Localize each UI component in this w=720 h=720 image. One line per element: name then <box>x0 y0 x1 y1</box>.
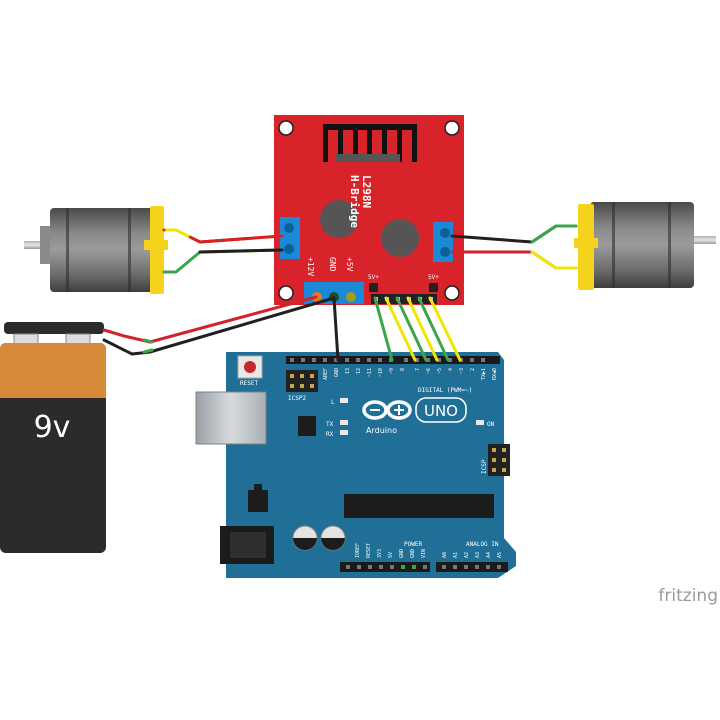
heatsink <box>323 124 417 162</box>
rx0-label: RX◀0 <box>492 368 498 380</box>
wire-left-motor-green <box>162 248 284 274</box>
capacitor-2 <box>381 219 419 257</box>
wire-left-motor-black <box>198 248 284 254</box>
pin-4-label: 4 <box>448 368 454 371</box>
power-header <box>340 562 430 572</box>
reset-label: RESET <box>240 380 258 387</box>
wire-battery-black <box>102 296 336 356</box>
arduino-logo <box>362 400 412 420</box>
jumper-enb <box>429 283 438 292</box>
pin-a0-label: A0 <box>442 552 448 558</box>
driver-chip-label: L298N <box>360 175 373 208</box>
usb-chip <box>298 416 316 436</box>
icsp-header <box>488 444 510 476</box>
reset-header-label: RESET <box>366 543 372 558</box>
led-tx <box>340 420 348 425</box>
wire-right-motor-red <box>450 250 578 270</box>
fritzing-watermark: fritzing <box>658 586 718 606</box>
pin-gnd1-label: GND <box>399 549 405 558</box>
pin-5v-right-label: 5V+ <box>428 274 439 281</box>
pin-12-label: 12 <box>356 368 362 374</box>
atmega-chip <box>344 494 494 518</box>
led-tx-label: TX <box>326 421 334 428</box>
power-section-label: POWER <box>404 541 422 548</box>
pin-a2-label: A2 <box>464 552 470 558</box>
pin-5-label: ~5 <box>437 368 443 374</box>
pin-vin-label: VIN <box>421 549 427 558</box>
led-rx-label: RX <box>326 431 334 438</box>
wire-gnd-arduino <box>332 296 340 362</box>
pin-2-label: 2 <box>470 368 476 371</box>
pin-3v3-label: 3V3 <box>377 549 383 558</box>
l298n-driver-board: L298N H-Bridge +12V GND +5V 5V+ 5V+ <box>274 115 464 305</box>
arduino-uno-board: RESET ICSP2 AREF GND 13 12 ~11 ~1 <box>195 352 516 578</box>
ioref-label: IOREF <box>355 543 361 558</box>
arduino-brand-label: Arduino <box>366 426 397 435</box>
icsp-label: ICSP <box>481 459 488 474</box>
driver-title-label: H-Bridge <box>348 175 361 228</box>
uno-label: UNO <box>424 402 458 420</box>
wire-right-motor-yellow <box>530 250 578 270</box>
pin-5v-label: 5V <box>388 552 394 558</box>
pin-9-label: ~9 <box>389 368 395 374</box>
uno-badge <box>415 397 467 423</box>
wire-right-motor-black <box>450 224 578 244</box>
pin-3-label: ~3 <box>459 368 465 374</box>
icsp2-label: ICSP2 <box>288 395 306 402</box>
wire-enb <box>428 296 462 362</box>
motor-right <box>574 202 716 290</box>
aref-label: AREF <box>323 368 329 380</box>
led-rx <box>340 430 348 435</box>
pin-8-label: 8 <box>400 368 406 371</box>
pin-7-label: 7 <box>415 368 421 371</box>
wire-in3 <box>406 296 439 362</box>
led-on-label: ON <box>487 421 495 428</box>
wire-ena <box>373 296 394 362</box>
pin-a4-label: A4 <box>486 552 492 558</box>
pin-10-label: ~10 <box>378 368 384 377</box>
motor-left <box>24 206 168 294</box>
digital-pwm-label: DIGITAL (PWM=~) <box>418 387 472 394</box>
pin-11-label: ~11 <box>367 368 373 377</box>
jumper-ena <box>369 283 378 292</box>
capacitor-1 <box>320 200 358 238</box>
voltage-regulator <box>248 490 268 512</box>
pin-12v-label: +12V <box>306 257 315 276</box>
analog-in-label: ANALOG IN <box>466 541 499 548</box>
pin-gnd2-label: GND <box>410 549 416 558</box>
pin-a1-label: A1 <box>453 552 459 558</box>
led-on <box>476 420 484 425</box>
input-header <box>371 294 437 304</box>
usb-connector <box>195 391 267 445</box>
wire-in4 <box>417 296 450 362</box>
gnd-digital-label: GND <box>334 368 340 377</box>
pin-6-label: ~6 <box>426 368 432 374</box>
wire-right-motor-green <box>530 224 578 244</box>
led-l <box>340 398 348 403</box>
wires <box>102 224 578 362</box>
analog-header <box>436 562 508 572</box>
battery-label: 9v <box>34 410 71 445</box>
led-l-label: L <box>331 399 335 406</box>
pin-5v-label: +5V <box>345 257 354 272</box>
pin-5v-left-label: 5V+ <box>368 274 379 281</box>
terminal-motor-a <box>280 217 300 259</box>
tx1-label: TX▶1 <box>481 368 487 380</box>
icsp2-header <box>286 370 318 392</box>
pin-gnd-label: GND <box>328 257 337 272</box>
pin-a5-label: A5 <box>497 552 503 558</box>
pin-13-label: 13 <box>345 368 351 374</box>
wire-in1 <box>384 296 417 362</box>
wire-in2 <box>395 296 428 362</box>
pin-a3-label: A3 <box>475 552 481 558</box>
battery-9v: 9v <box>0 322 106 553</box>
terminal-motor-b <box>433 222 453 262</box>
